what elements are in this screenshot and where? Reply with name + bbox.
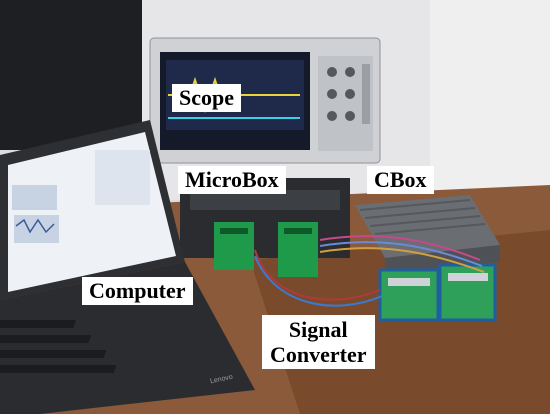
microbox-label: MicroBox <box>178 166 286 194</box>
signal-converter-label-line2: Converter <box>270 342 367 367</box>
ribbon-cables <box>254 235 485 307</box>
signal-converter-boards <box>378 263 497 322</box>
signal-converter-label: Signal Converter <box>262 315 375 369</box>
signal-converter-label-line1: Signal <box>288 317 348 342</box>
cbox-device <box>355 195 500 275</box>
scope-label: Scope <box>172 84 241 112</box>
computer-label: Computer <box>82 277 193 305</box>
background-monitor <box>0 0 142 150</box>
cbox-label: CBox <box>367 166 434 194</box>
laptop <box>0 120 255 414</box>
